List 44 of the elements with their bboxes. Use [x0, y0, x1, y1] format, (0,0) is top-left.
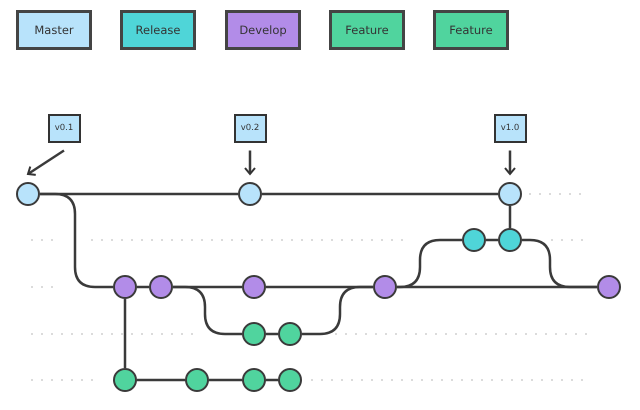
- branch-line: [40, 192, 113, 288]
- commit-circle: [462, 228, 486, 252]
- arrow: [504, 150, 516, 175]
- commit-circle: [498, 182, 522, 206]
- branch-line: [137, 286, 149, 288]
- tag-label: v1.0: [500, 123, 520, 133]
- version-tag-box: [234, 114, 266, 142]
- commit-circle: [242, 275, 266, 299]
- commit-circle: [113, 368, 137, 392]
- commit-circle: [185, 368, 209, 392]
- tag-label: v0.1: [54, 123, 74, 133]
- branch-line: [209, 378, 242, 382]
- arrow: [27, 149, 65, 176]
- legend-label: Feature: [345, 23, 389, 37]
- branch-line: [486, 238, 498, 242]
- branch-line: [124, 299, 126, 368]
- commit-circle: [597, 275, 621, 299]
- branch-line: [522, 238, 597, 288]
- tag-label: v0.2: [240, 123, 260, 133]
- branch-line: [262, 192, 498, 196]
- commit-circle: [498, 228, 522, 252]
- legend-label: Feature: [449, 23, 493, 37]
- branch-line: [266, 332, 278, 336]
- legend-label: Develop: [239, 23, 287, 37]
- commit-circle: [238, 182, 262, 206]
- commit-circle: [373, 275, 397, 299]
- commit-circle: [149, 275, 173, 299]
- legend-label: Release: [136, 23, 180, 37]
- branch-line: [266, 378, 278, 382]
- commit-circle: [242, 322, 266, 346]
- branch-line: [302, 286, 373, 336]
- arrow: [244, 150, 256, 175]
- commit-circle: [278, 322, 302, 346]
- branch-line: [508, 206, 512, 228]
- commit-circle: [278, 368, 302, 392]
- commit-circle: [113, 275, 137, 299]
- commit-circle: [242, 368, 266, 392]
- commit-circle: [16, 182, 40, 206]
- version-tag-box: [48, 114, 80, 142]
- version-tag-box: [494, 114, 526, 142]
- legend-label: Master: [34, 23, 74, 37]
- branch-line: [137, 378, 185, 382]
- branch-line: [173, 286, 242, 336]
- branch-line: [397, 238, 462, 288]
